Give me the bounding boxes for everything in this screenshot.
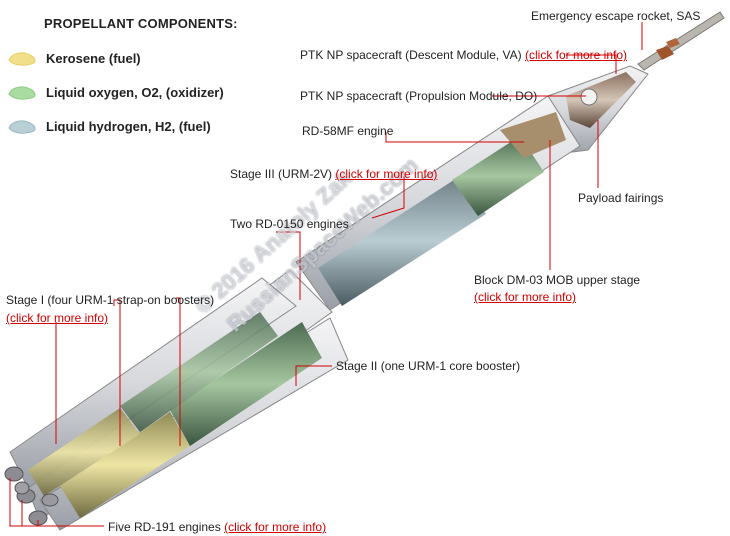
- label-descent-module: PTK NP spacecraft (Descent Module, VA) (…: [300, 47, 627, 63]
- escape-tower: [637, 11, 725, 71]
- label-stage-three-text: Stage III (URM-2V): [230, 167, 333, 181]
- rd191-info-link[interactable]: (click for more info): [224, 520, 327, 534]
- kerosene-swatch-icon: [8, 52, 36, 66]
- legend-item-hydrogen: Liquid hydrogen, H2, (fuel): [6, 116, 211, 136]
- label-escape-rocket: Emergency escape rocket, SAS: [531, 9, 701, 23]
- legend-title: PROPELLANT COMPONENTS:: [44, 16, 238, 31]
- legend-label-kerosene: Kerosene (fuel): [46, 50, 141, 66]
- label-rd58-engine: RD-58MF engine: [302, 124, 394, 138]
- booster-cluster: [9, 269, 349, 531]
- hydrogen-swatch-icon: [8, 120, 36, 134]
- legend-label-oxygen: Liquid oxygen, O2, (oxidizer): [46, 84, 224, 100]
- stage-three-body: [295, 95, 581, 311]
- legend-item-kerosene: Kerosene (fuel): [6, 48, 141, 68]
- descent-module-info-link[interactable]: (click for more info): [525, 48, 628, 62]
- label-payload-fairings: Payload fairings: [578, 191, 664, 205]
- label-stage-three: Stage III (URM-2V) (click for more info): [230, 166, 437, 182]
- label-descent-module-text: PTK NP spacecraft (Descent Module, VA): [300, 48, 522, 62]
- leader-lines: [9, 22, 643, 527]
- label-propulsion-module: PTK NP spacecraft (Propulsion Module, DO…: [300, 89, 538, 103]
- legend-item-oxygen: Liquid oxygen, O2, (oxidizer): [6, 82, 224, 102]
- stage-one-info-link[interactable]: (click for more info): [6, 311, 109, 325]
- label-rd191-engines-text: Five RD-191 engines: [108, 520, 221, 534]
- engine-nozzles: [4, 466, 59, 526]
- stage-three-info-link[interactable]: (click for more info): [335, 167, 438, 181]
- label-rd191-engines: Five RD-191 engines (click for more info…: [108, 519, 326, 535]
- oxygen-swatch-icon: [8, 86, 36, 100]
- legend-label-hydrogen: Liquid hydrogen, H2, (fuel): [46, 118, 211, 134]
- label-rd0150-engines: Two RD-0150 engines: [230, 217, 349, 231]
- block-dm-info-link[interactable]: (click for more info): [474, 290, 577, 304]
- label-stage-two: Stage II (one URM-1 core booster): [336, 359, 521, 373]
- label-block-dm: Block DM-03 MOB upper stage: [474, 273, 641, 287]
- label-stage-one: Stage I (four URM-1 strap-on boosters): [6, 293, 215, 307]
